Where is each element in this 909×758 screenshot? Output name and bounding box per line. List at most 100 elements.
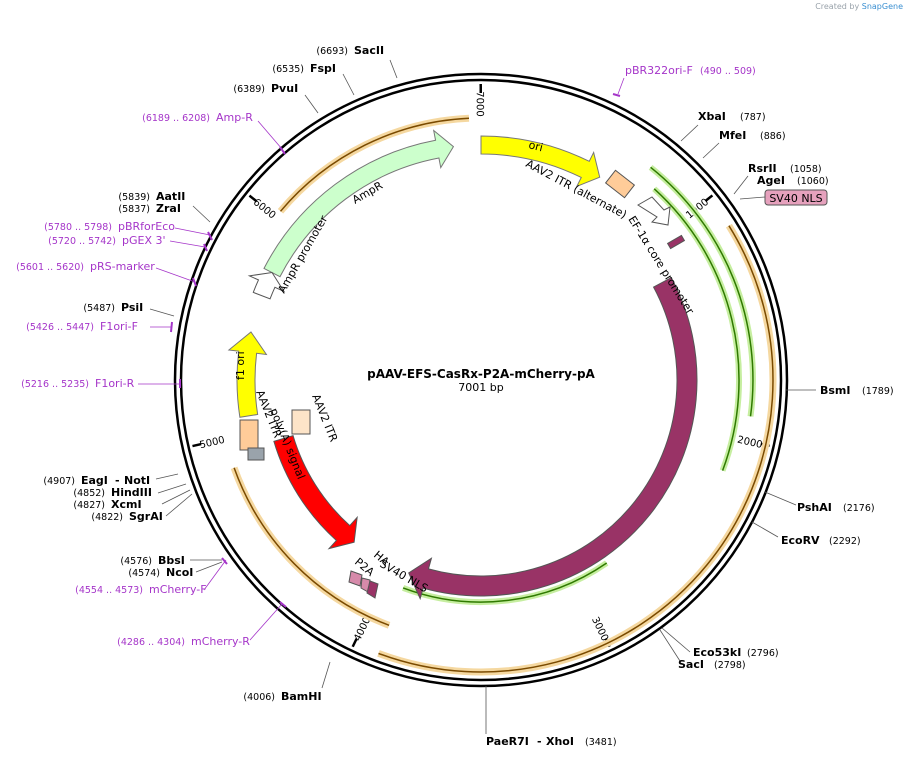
small-nls-top[interactable] — [666, 234, 686, 250]
svg-text:(2798): (2798) — [714, 660, 746, 671]
site-bbsi[interactable]: (4576)BbsI — [120, 554, 185, 567]
svg-text:pBR322ori-F: pBR322ori-F — [625, 64, 693, 77]
aav2-itr-alt-box[interactable] — [604, 169, 636, 199]
aav2-itr-left-box[interactable] — [239, 419, 259, 451]
primer-f1ori-f[interactable]: (5426 .. 5447)F1ori-F — [26, 320, 138, 333]
primer-marks — [170, 93, 621, 608]
site-xcmi[interactable]: (4827)XcmI — [73, 498, 141, 511]
site-psii[interactable]: (5487)PsiI — [83, 301, 143, 314]
rfxcas13d-feature[interactable] — [408, 276, 698, 601]
primer-prs-marker[interactable]: (5601 .. 5620)pRS-marker — [16, 260, 155, 273]
svg-text:(5426 .. 5447): (5426 .. 5447) — [26, 322, 94, 333]
primer-pbr322ori-f[interactable]: pBR322ori-F(490 .. 509) — [625, 64, 756, 77]
svg-text:XbaI: XbaI — [698, 110, 726, 123]
tick-label: 2000 — [736, 435, 763, 451]
svg-text:NotI: NotI — [124, 474, 150, 487]
snapgene-credit: Created by SnapGene — [815, 2, 903, 11]
site-bamhi[interactable]: (4006) BamHI — [243, 690, 321, 703]
green-track-bottom — [402, 560, 609, 605]
site-pvui[interactable]: (6389)PvuI — [233, 82, 298, 95]
aav2-itr-inner-label: AAV2 ITR — [309, 392, 340, 444]
svg-text:(1789): (1789) — [862, 386, 894, 397]
tick-label: 3000 — [589, 615, 610, 643]
svg-text:HindIII: HindIII — [111, 486, 152, 499]
svg-text:(4006): (4006) — [243, 692, 275, 703]
svg-text:pGEX 3': pGEX 3' — [122, 234, 166, 247]
svg-text:ZraI: ZraI — [156, 202, 181, 215]
svg-text:(1060): (1060) — [797, 176, 829, 187]
ef1a-arrow[interactable] — [637, 196, 671, 226]
primer-amp-r[interactable]: (6189 .. 6208)Amp-R — [142, 111, 253, 124]
svg-text:BsmI: BsmI — [820, 384, 851, 397]
site-paer7i-xhoi[interactable]: PaeR7I-XhoI(3481) — [486, 735, 617, 748]
primer-connectors — [138, 77, 625, 641]
svg-text:(5837): (5837) — [118, 204, 150, 215]
svg-text:EcoRV: EcoRV — [781, 534, 820, 547]
tick-mark — [351, 638, 358, 648]
sv40-nls-label-box[interactable] — [764, 189, 828, 206]
svg-text:(5720 .. 5742): (5720 .. 5742) — [48, 236, 116, 247]
svg-text:F1ori-R: F1ori-R — [95, 377, 135, 390]
orange-track-right — [377, 223, 777, 676]
orange-track-top — [277, 114, 470, 214]
site-mfei[interactable]: MfeI(886) — [719, 129, 786, 142]
svg-text:-: - — [537, 735, 542, 748]
site-xbai[interactable]: XbaI(787) — [698, 110, 766, 123]
svg-text:SacII: SacII — [354, 44, 384, 57]
primer-mcherry-r[interactable]: (4286 .. 4304) mCherry-R — [117, 635, 250, 648]
site-eagi-noti[interactable]: (4907)EagI-NotI — [43, 474, 150, 487]
green-track-inner — [652, 186, 743, 472]
tick-label: 7000 — [474, 91, 485, 116]
primer-pbrforeco[interactable]: (5780 .. 5798)pBRforEco — [44, 220, 175, 233]
svg-text:(6189 .. 6208): (6189 .. 6208) — [142, 113, 210, 124]
svg-text:(2796): (2796) — [747, 648, 779, 659]
site-aatii[interactable]: (5839)AatII — [118, 190, 185, 203]
mcherry-feature[interactable] — [273, 435, 358, 550]
ampr-feature[interactable] — [263, 129, 455, 278]
site-eco53ki[interactable]: Eco53kI(2796) — [693, 646, 779, 659]
site-bsmi[interactable]: BsmI (1789) — [820, 384, 894, 397]
green-track-outer — [648, 164, 756, 417]
site-hindiii[interactable]: (4852)HindIII — [73, 486, 152, 499]
tick-mark — [192, 442, 202, 448]
site-saci[interactable]: SacI (2798) — [678, 658, 746, 671]
svg-text:(5601 .. 5620): (5601 .. 5620) — [16, 262, 84, 273]
site-rsrii[interactable]: RsrII(1058) — [748, 162, 822, 175]
svg-text:(4576): (4576) — [120, 556, 152, 567]
svg-text:RsrII: RsrII — [748, 162, 777, 175]
site-sgrai[interactable]: (4822)SgrAI — [91, 510, 162, 523]
svg-text:AgeI: AgeI — [757, 174, 785, 187]
primer-mcherry-f[interactable]: (4554 .. 4573)mCherry-F — [75, 583, 206, 596]
p2a-box[interactable] — [348, 570, 363, 587]
site-fspi[interactable]: (6535)FspI — [272, 62, 336, 75]
ori-feature[interactable] — [480, 135, 601, 188]
site-agei[interactable]: AgeI (1060) — [757, 174, 829, 187]
ampr-promoter-feature[interactable] — [247, 271, 286, 300]
svg-text:XhoI: XhoI — [546, 735, 574, 748]
svg-text:EagI: EagI — [81, 474, 108, 487]
plasmid-name: pAAV-EFS-CasRx-P2A-mCherry-pA — [367, 367, 595, 381]
f1-ori-feature[interactable] — [227, 331, 268, 418]
primer-f1ori-r[interactable]: (5216 .. 5235)F1ori-R — [21, 377, 134, 390]
svg-text:(5839): (5839) — [118, 192, 150, 203]
site-ecorv[interactable]: EcoRV (2292) — [781, 534, 861, 547]
primer-pgex3[interactable]: (5720 .. 5742) pGEX 3' — [48, 234, 165, 247]
svg-text:NcoI: NcoI — [166, 566, 193, 579]
tick-label: 6000 — [251, 197, 278, 221]
svg-text:PaeR7I: PaeR7I — [486, 735, 529, 748]
svg-text:(4554 .. 4573): (4554 .. 4573) — [75, 585, 143, 596]
svg-text:mCherry-R: mCherry-R — [191, 635, 250, 648]
svg-text:(4286 .. 4304): (4286 .. 4304) — [117, 637, 185, 648]
svg-text:SacI: SacI — [678, 658, 704, 671]
svg-text:(2292): (2292) — [829, 536, 861, 547]
svg-text:BamHI: BamHI — [281, 690, 322, 703]
tick-mark — [248, 194, 258, 203]
site-zrai[interactable]: (5837) ZraI — [118, 202, 181, 215]
site-pshai[interactable]: PshAI(2176) — [797, 501, 875, 514]
site-ncoi[interactable]: (4574)NcoI — [128, 566, 193, 579]
sv40-nls-small[interactable] — [366, 580, 379, 599]
svg-text:(6693): (6693) — [316, 46, 348, 57]
site-sacii[interactable]: (6693) SacII — [316, 44, 384, 57]
aav2-itr-inner-box[interactable] — [291, 409, 311, 435]
